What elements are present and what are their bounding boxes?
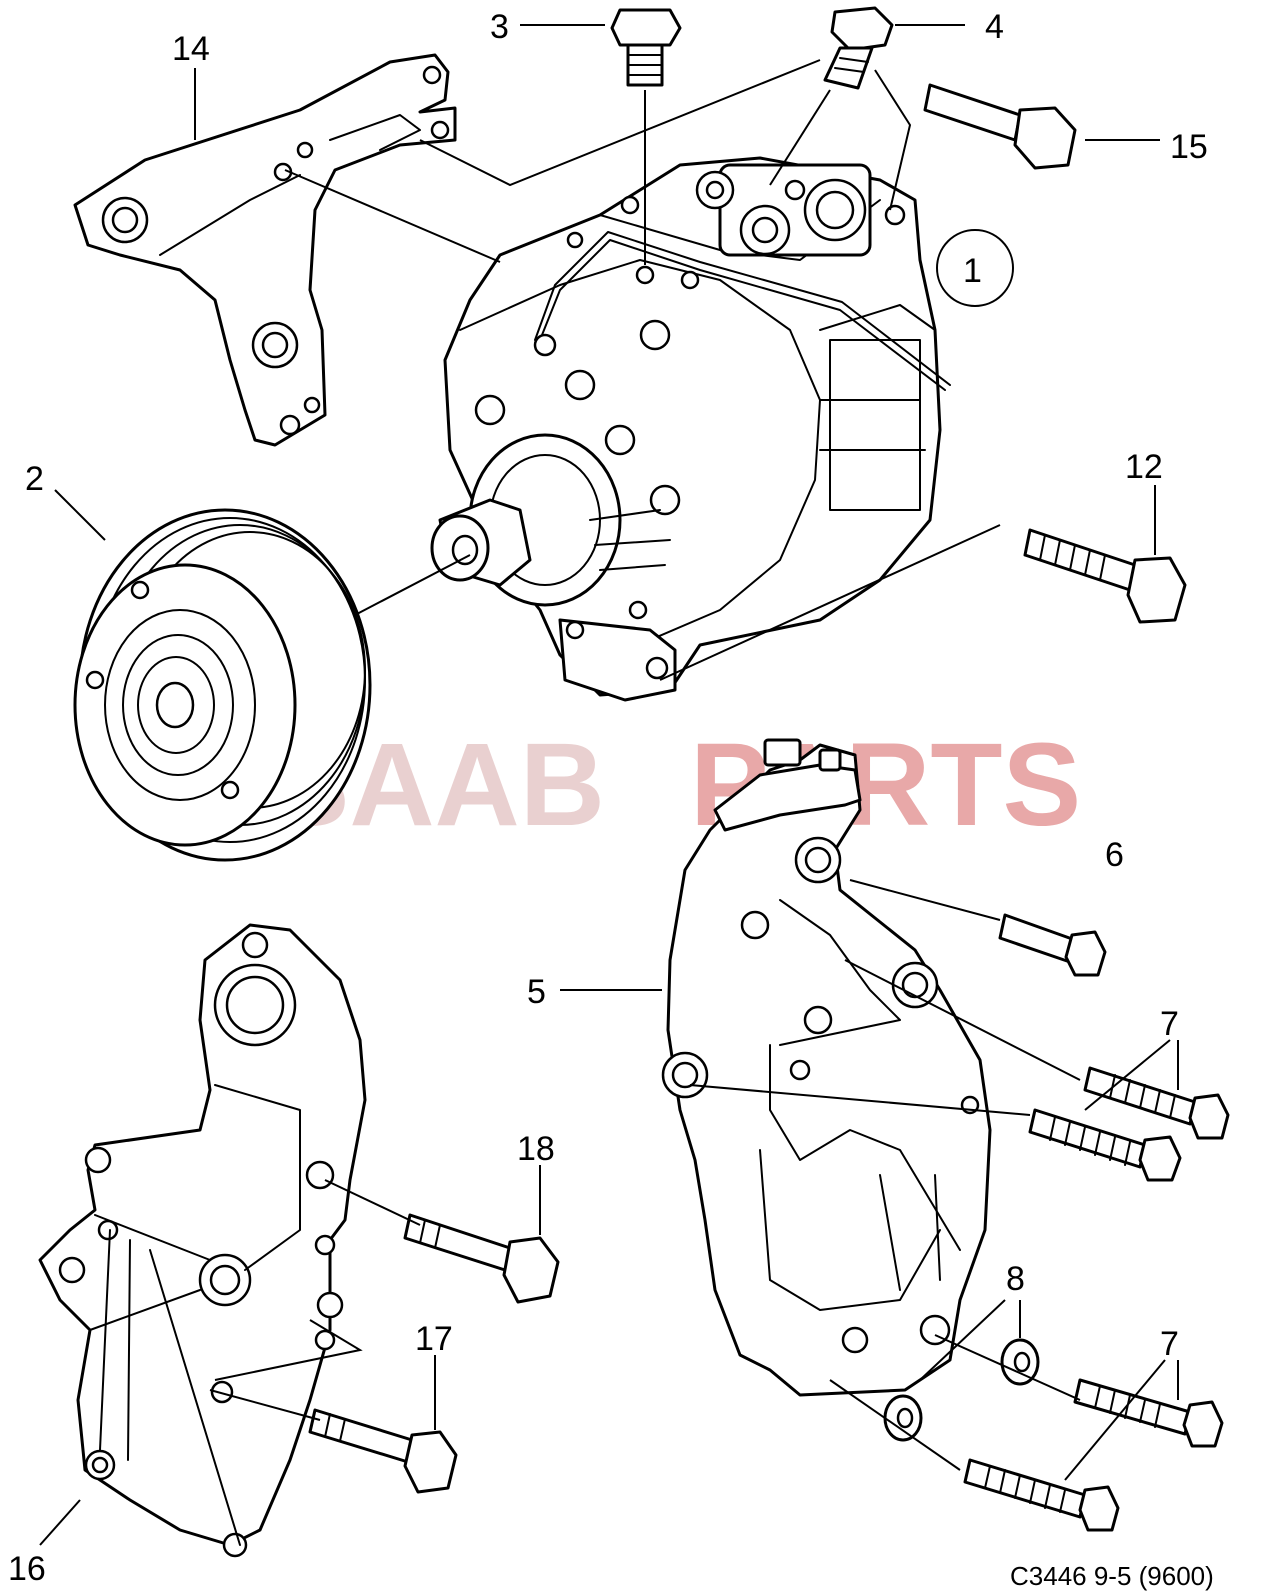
callout-14: 14 xyxy=(172,30,210,68)
bracket-part-16 xyxy=(38,923,367,1558)
bolt-part-4 xyxy=(823,6,894,90)
callout-18: 18 xyxy=(517,1130,555,1168)
bolt-part-7-lower-a xyxy=(1073,1378,1224,1448)
bolt-part-6 xyxy=(998,913,1107,977)
drawing-code: C3446 9-5 (9600) xyxy=(1010,1561,1214,1591)
callouts: 1 2 3 4 5 6 7 7 8 12 14 15 16 17 18 xyxy=(8,8,1208,1588)
callout-16: 16 xyxy=(8,1550,46,1588)
callout-6: 6 xyxy=(1105,836,1124,874)
compressor-part-1 xyxy=(430,156,951,702)
callout-17: 17 xyxy=(415,1320,453,1358)
callout-5: 5 xyxy=(527,973,546,1011)
bracket-upper-part-14 xyxy=(73,53,457,447)
washers-part-8 xyxy=(883,1338,1040,1442)
bolt-part-7-lower-b xyxy=(963,1458,1120,1532)
bracket-part-5 xyxy=(661,738,992,1397)
bolt-part-17 xyxy=(308,1408,458,1494)
callout-2: 2 xyxy=(25,460,44,498)
bolt-part-18 xyxy=(403,1213,560,1304)
callout-15: 15 xyxy=(1170,128,1208,166)
callout-7-lower: 7 xyxy=(1160,1325,1179,1363)
bolt-part-3 xyxy=(610,8,682,87)
bolt-part-15 xyxy=(923,83,1077,170)
callout-circle-1 xyxy=(936,229,1014,307)
callout-4: 4 xyxy=(985,8,1004,46)
bolt-part-7-upper-a xyxy=(1083,1066,1230,1140)
callout-12: 12 xyxy=(1125,448,1163,486)
callout-1: 1 xyxy=(963,252,982,290)
bolt-part-7-upper-b xyxy=(1028,1108,1182,1182)
callout-7-upper: 7 xyxy=(1160,1005,1179,1043)
bolt-part-12 xyxy=(1023,528,1187,624)
callout-3: 3 xyxy=(490,8,509,46)
leader-lines xyxy=(39,24,1179,1546)
pulley-part-2 xyxy=(73,508,372,862)
callout-8: 8 xyxy=(1006,1260,1025,1298)
